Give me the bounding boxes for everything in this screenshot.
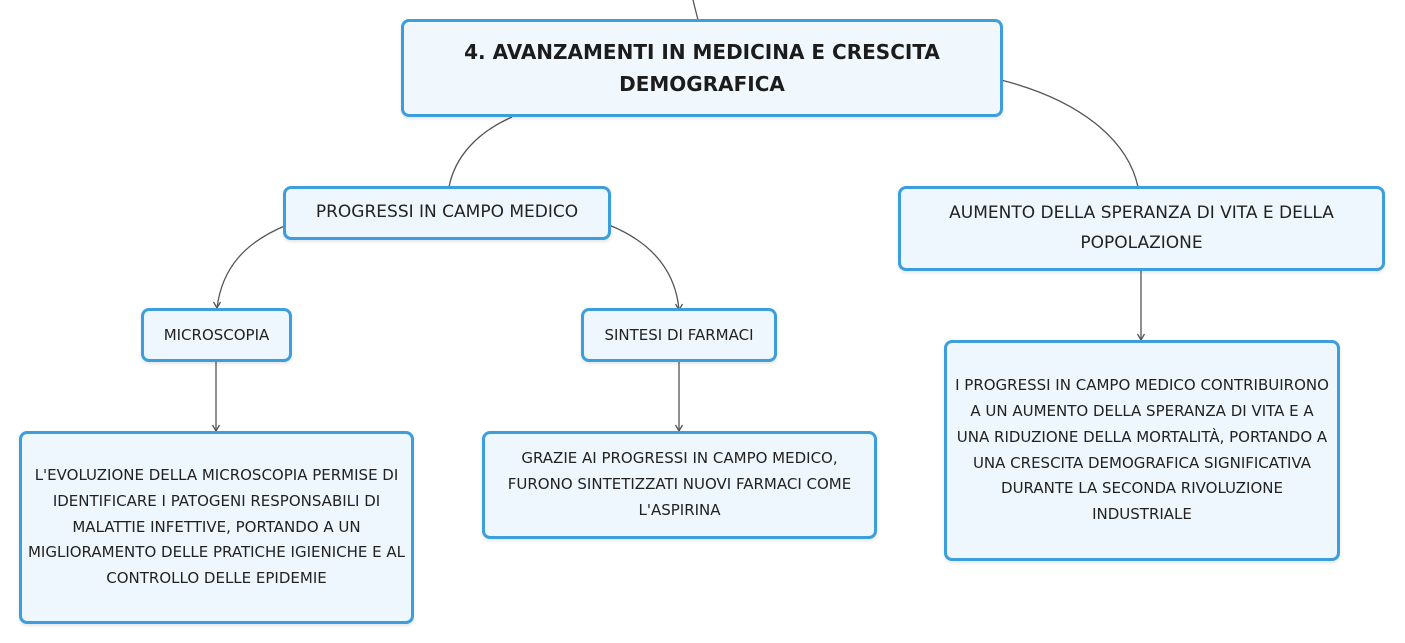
topic-label: AUMENTO DELLA SPERANZA DI VITA E DELLA P… [949, 202, 1334, 253]
detail-text: GRAZIE AI PROGRESSI IN CAMPO MEDICO, FUR… [507, 449, 852, 519]
detail-aumento-speranza-di-vita[interactable]: I PROGRESSI IN CAMPO MEDICO CONTRIBUIRON… [944, 340, 1340, 561]
topic-progressi-in-campo-medico[interactable]: PROGRESSI IN CAMPO MEDICO [283, 186, 611, 240]
detail-sintesi-di-farmaci[interactable]: GRAZIE AI PROGRESSI IN CAMPO MEDICO, FUR… [482, 431, 877, 539]
subtopic-label: MICROSCOPIA [163, 325, 270, 344]
root-topic-node[interactable]: 4. AVANZAMENTI IN MEDICINA E CRESCITA DE… [401, 19, 1003, 117]
connector-root-to-aumento [1000, 79, 1139, 188]
topic-label: PROGRESSI IN CAMPO MEDICO [315, 202, 579, 223]
connector-root-to-progressi [448, 116, 513, 188]
connector-progressi-to-sintesi [608, 224, 680, 311]
detail-text: I PROGRESSI IN CAMPO MEDICO CONTRIBUIRON… [955, 376, 1329, 524]
connector-parent-to-root [692, 0, 699, 21]
root-topic-label: 4. AVANZAMENTI IN MEDICINA E CRESCITA DE… [464, 40, 940, 96]
topic-aumento-speranza-di-vita[interactable]: AUMENTO DELLA SPERANZA DI VITA E DELLA P… [898, 186, 1385, 271]
subtopic-label: SINTESI DI FARMACI [604, 325, 754, 344]
detail-microscopia[interactable]: L'EVOLUZIONE DELLA MICROSCOPIA PERMISE D… [19, 431, 414, 624]
subtopic-sintesi-di-farmaci[interactable]: SINTESI DI FARMACI [581, 308, 777, 362]
detail-text: L'EVOLUZIONE DELLA MICROSCOPIA PERMISE D… [27, 466, 405, 588]
subtopic-microscopia[interactable]: MICROSCOPIA [141, 308, 292, 362]
connector-progressi-to-microscopia [216, 224, 288, 309]
